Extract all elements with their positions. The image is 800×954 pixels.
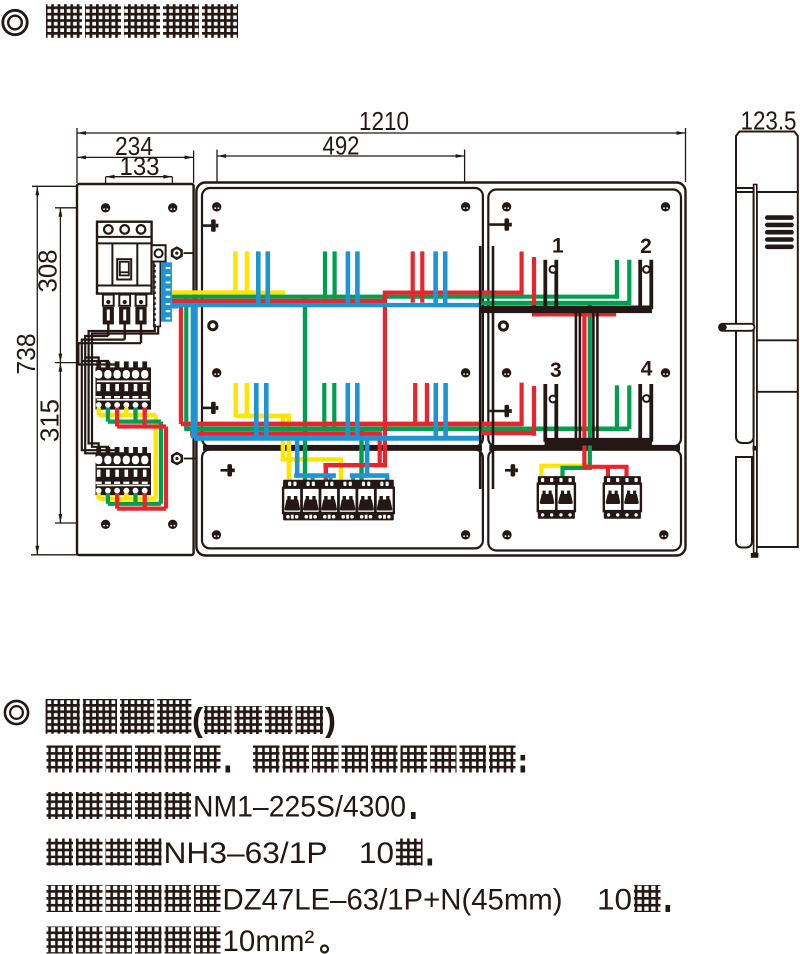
- svg-text:10mm²: 10mm²: [223, 925, 315, 954]
- svg-text:10: 10: [359, 837, 394, 870]
- svg-text:1210: 1210: [359, 106, 409, 136]
- svg-text:(: (: [192, 701, 203, 738]
- svg-text:): ): [325, 701, 336, 738]
- svg-text:315: 315: [35, 399, 65, 442]
- svg-text:3: 3: [550, 359, 562, 382]
- svg-text:234: 234: [115, 131, 153, 161]
- svg-text:2: 2: [640, 235, 652, 258]
- svg-text:4: 4: [641, 357, 653, 380]
- svg-text:NM1–225S/4300: NM1–225S/4300: [193, 791, 406, 824]
- svg-text:133: 133: [120, 151, 160, 181]
- svg-text:738: 738: [11, 334, 41, 375]
- svg-text:NH3–63/1P: NH3–63/1P: [164, 837, 328, 870]
- svg-text:1: 1: [552, 235, 564, 258]
- svg-text:308: 308: [33, 250, 63, 293]
- svg-text:DZ47LE–63/1P+N(45mm): DZ47LE–63/1P+N(45mm): [223, 884, 563, 917]
- svg-text:492: 492: [323, 131, 360, 161]
- svg-text:10: 10: [597, 884, 632, 917]
